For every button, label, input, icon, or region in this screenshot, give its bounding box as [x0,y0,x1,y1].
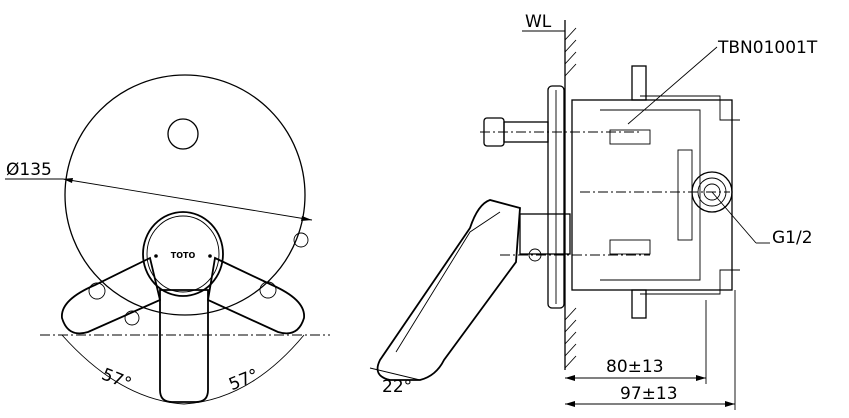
front-view: Ø135 TOTO 57° 57° [5,74,330,405]
dim-outer-label: 97±13 [620,384,678,404]
arrow-97-left [565,401,575,407]
lever-side-inner [395,211,501,353]
side-view: WL 22° TBN01001T [369,12,818,410]
lever-left-wing [61,256,162,335]
angle-left-label: 57° [99,365,134,395]
inner-block-2 [609,239,651,255]
top-flange [631,65,647,101]
hub-dot-left [154,254,158,258]
inner-top [640,95,740,121]
top-hole [167,118,199,150]
logo-text: TOTO [171,251,196,260]
wl-label: WL [525,12,552,32]
set-screw [528,248,542,262]
arrow-80-left [565,375,575,381]
diameter-arrow-left [63,178,73,183]
boss-right-lower [259,281,277,299]
tilt-label: 22° [382,377,412,397]
diameter-label: Ø135 [6,160,52,180]
arrow-80-right [696,375,706,381]
lever-side [376,199,521,381]
boss-right-upper [293,232,309,248]
angle-right-label: 57° [226,365,261,395]
arrow-97-right [725,401,735,407]
dim-inner-label: 80±13 [606,357,664,377]
tilt-ref [369,367,421,381]
handle-hub [142,211,224,297]
diameter-arrow-right [301,216,312,221]
escutcheon-circle [64,74,306,316]
valve-body-outline [571,99,733,291]
bottom-flange [631,289,647,319]
wall-hatch [564,27,577,369]
escutcheon-plate [547,85,565,309]
handle-hub-inner [146,215,220,293]
cartridge [519,213,571,255]
part-leader [627,46,718,125]
hub-dot-right [208,254,212,258]
thread-label: G1/2 [772,228,813,248]
diameter-leader-diag [62,178,313,221]
inner-post [677,149,693,241]
boss-left-bottom [124,310,140,326]
thread-leader [711,191,757,244]
angle-arc-right [183,334,305,405]
part-number-label: TBN01001T [717,38,818,58]
inner-body [600,109,701,281]
inner-block-1 [609,129,651,145]
inner-bottom [640,269,740,295]
lever-down [159,289,209,403]
lever-right-wing [206,256,305,335]
angle-arc-left [61,334,185,405]
boss-left-lower [88,282,106,300]
